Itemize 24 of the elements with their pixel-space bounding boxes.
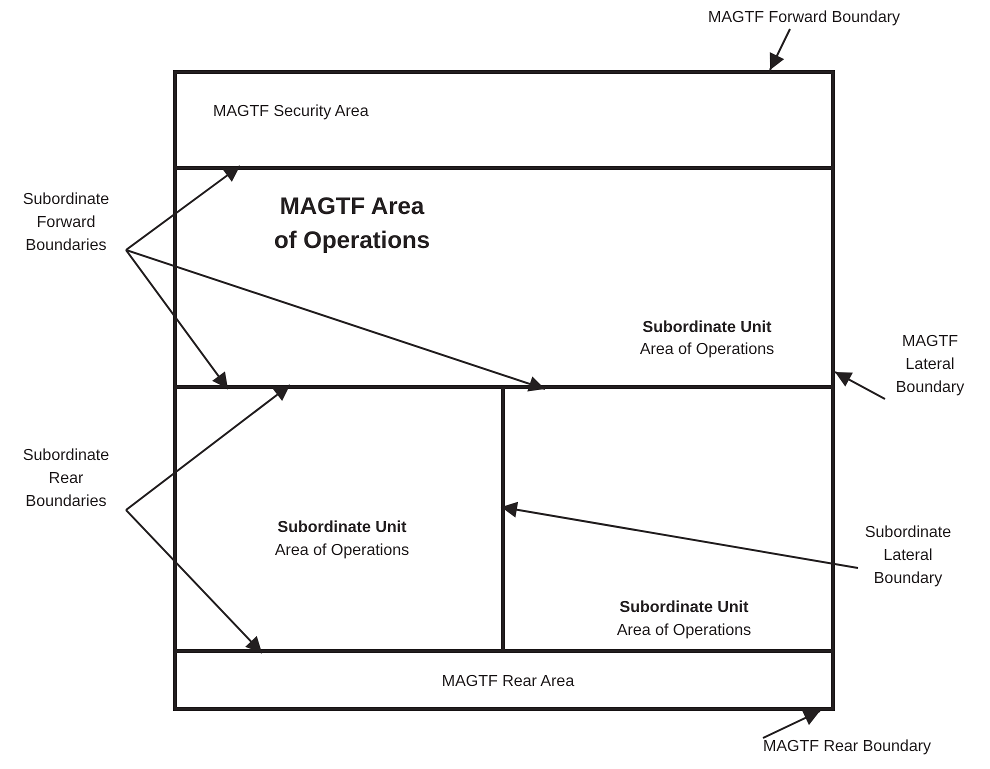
boundary-label: Subordinate Forward Boundaries (22, 190, 110, 256)
boundary-label: MAGTF Lateral Boundary (894, 332, 966, 398)
arrow (762, 710, 820, 739)
arrow (125, 384, 291, 511)
arrow (500, 502, 858, 569)
arrow (834, 371, 886, 400)
boundary-label: MAGTF Rear Boundary (763, 737, 932, 757)
boundary-label: MAGTF Forward Boundary (708, 8, 900, 28)
area-label: Area of Operations (274, 541, 410, 561)
area-label: Area of Operations (616, 621, 752, 641)
area-label: Area of Operations (638, 340, 776, 360)
boundary-label: Subordinate Lateral Boundary (864, 523, 952, 589)
arrow (125, 249, 229, 390)
boundary-label: Subordinate Rear Boundaries (22, 446, 110, 512)
area-label: Subordinate Unit (618, 598, 750, 618)
arrow (125, 509, 263, 654)
arrow (126, 249, 546, 392)
area-label: Subordinate Unit (642, 318, 772, 338)
area-label: Subordinate Unit (276, 518, 408, 538)
area-label: MAGTF Security Area (213, 102, 369, 122)
arrow (769, 28, 791, 70)
arrow (125, 165, 241, 251)
area-label: MAGTF Rear Area (440, 672, 576, 692)
area-heading: MAGTF Area of Operations (272, 192, 431, 256)
